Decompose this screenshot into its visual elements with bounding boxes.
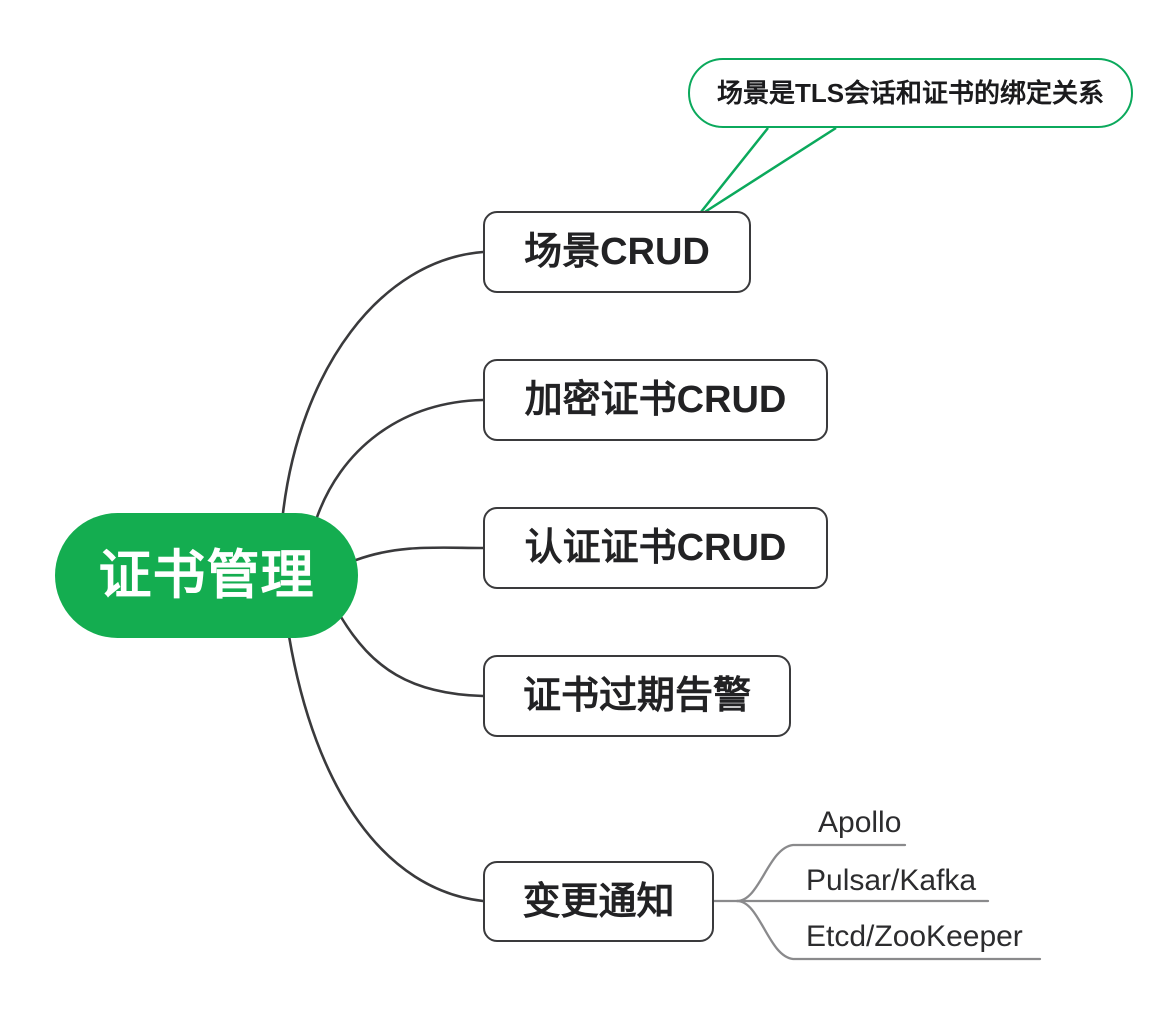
callout-bubble-label: 场景是TLS会话和证书的绑定关系 — [716, 78, 1105, 108]
edge-root-to-topic-2 — [314, 398, 485, 522]
topic-node-label: 认证证书CRUD — [524, 527, 787, 569]
subtopic-node-pulsar-kafka[interactable]: Pulsar/Kafka — [806, 864, 977, 897]
root-node-label: 证书管理 — [98, 546, 315, 605]
subtopic-node-apollo[interactable]: Apollo — [818, 806, 902, 839]
topic-node-cert-expiry-alert[interactable]: 证书过期告警 — [483, 655, 791, 737]
callout-bubble[interactable]: 场景是TLS会话和证书的绑定关系 — [688, 58, 1133, 128]
edge-root-to-topic-5 — [287, 634, 485, 903]
edge-root-to-topic-4 — [339, 615, 485, 698]
callout-tail — [695, 126, 837, 219]
topic-node-label: 场景CRUD — [524, 231, 710, 273]
subtopic-node-etcd-zookeeper[interactable]: Etcd/ZooKeeper — [806, 920, 1023, 953]
edge-root-to-topic-1 — [281, 250, 485, 515]
topic-node-encryption-cert-crud[interactable]: 加密证书CRUD — [483, 359, 828, 441]
topic-node-change-notification[interactable]: 变更通知 — [483, 861, 714, 942]
topic-node-label: 加密证书CRUD — [524, 379, 787, 421]
topic-node-label: 变更通知 — [522, 880, 675, 923]
edge-root-to-topic-3 — [354, 546, 485, 562]
root-node[interactable]: 证书管理 — [55, 513, 358, 638]
topic-node-scene-crud[interactable]: 场景CRUD — [483, 211, 751, 293]
topic-node-auth-cert-crud[interactable]: 认证证书CRUD — [483, 507, 828, 589]
topic-node-label: 证书过期告警 — [522, 675, 751, 717]
